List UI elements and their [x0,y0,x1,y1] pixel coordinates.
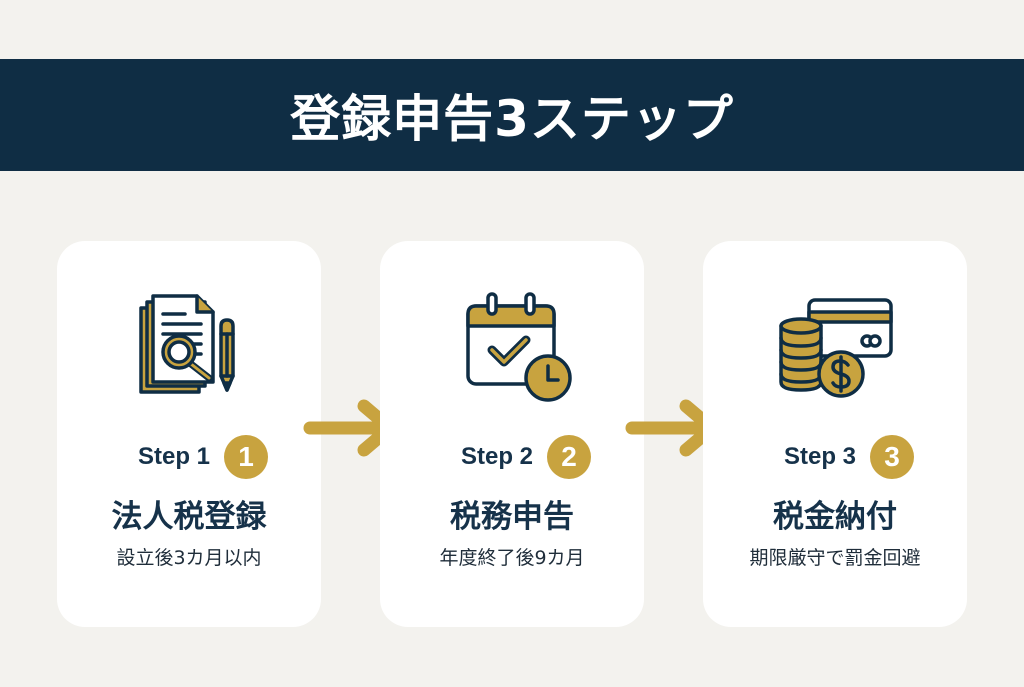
header-banner: 登録申告3ステップ [0,59,1024,171]
step-description: 年度終了後9カ月 [439,547,585,569]
coins-card-dollar-icon [779,298,893,398]
step-label: Step 1 [137,443,211,470]
document-search-pencil-icon [139,294,235,394]
step-header: Step 1 1 [57,435,321,479]
step-header: Step 2 2 [380,435,644,479]
step-number-badge: 3 [870,435,915,479]
page-title: 登録申告3ステップ [290,90,734,148]
step-label: Step 3 [783,443,857,470]
step-description: 期限厳守で罰金回避 [749,547,921,569]
calendar-check-clock-icon [466,292,572,402]
step-card-1: Step 1 1 法人税登録 設立後3カ月以内 [57,241,321,627]
step-title: 税金納付 [773,499,897,535]
step-title: 税務申告 [450,499,574,535]
step-number-badge: 1 [224,435,269,479]
step-description: 設立後3カ月以内 [116,547,262,569]
step-header: Step 3 3 [703,435,967,479]
step-number-badge: 2 [547,435,592,479]
step-title: 法人税登録 [111,499,267,535]
step-label: Step 2 [460,443,534,470]
step-card-3: Step 3 3 税金納付 期限厳守で罰金回避 [703,241,967,627]
step-card-2: Step 2 2 税務申告 年度終了後9カ月 [380,241,644,627]
